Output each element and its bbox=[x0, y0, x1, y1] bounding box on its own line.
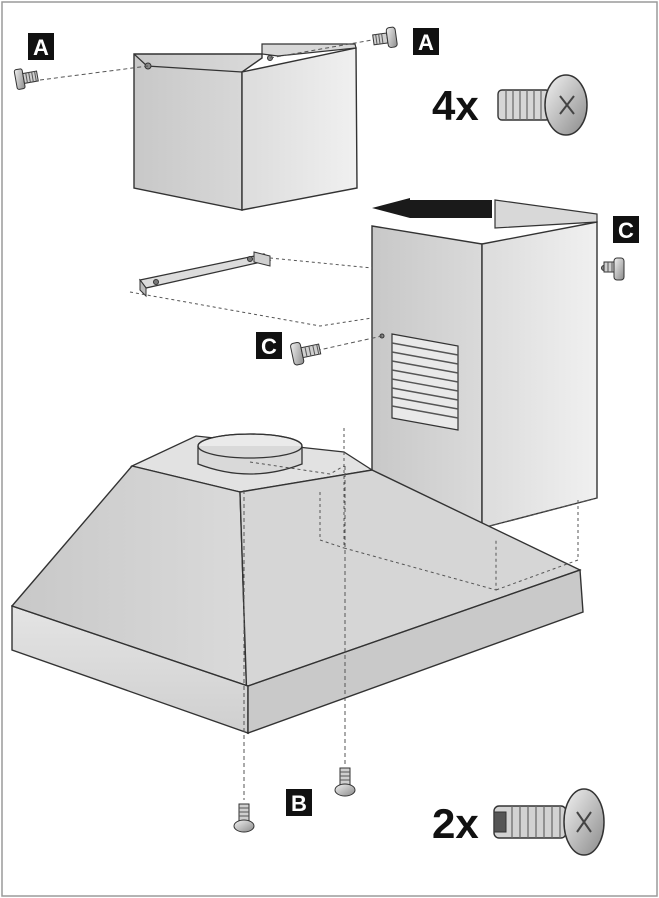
large-screw-bottom-icon bbox=[493, 788, 605, 856]
svg-text:A: A bbox=[33, 35, 49, 60]
screw-a-left-icon bbox=[13, 68, 39, 90]
guide-line-a-right bbox=[269, 39, 373, 59]
svg-text:C: C bbox=[618, 218, 634, 243]
vent-grille bbox=[391, 333, 459, 431]
direction-arrow-icon bbox=[372, 198, 492, 218]
label-a-left: A bbox=[28, 33, 54, 60]
hood-body bbox=[10, 433, 584, 735]
guide-line-c-left bbox=[309, 335, 383, 353]
screw-c-right-icon bbox=[603, 257, 625, 281]
screw-a-right-icon bbox=[372, 26, 398, 48]
guide-collar bbox=[249, 461, 345, 475]
screw-b-right-icon bbox=[334, 767, 356, 797]
screw-c-left-icon bbox=[290, 341, 322, 366]
label-a-right: A bbox=[413, 28, 439, 55]
guide-footprint bbox=[343, 428, 497, 591]
label-c-right: C bbox=[613, 216, 639, 243]
mounting-bracket bbox=[129, 251, 373, 327]
label-c-left: C bbox=[256, 332, 282, 359]
count-2x: 2x bbox=[432, 800, 479, 847]
guide-footprint-2 bbox=[319, 492, 345, 549]
guide-footprint-3 bbox=[495, 500, 579, 591]
large-screw-top-icon bbox=[497, 74, 588, 136]
svg-text:C: C bbox=[261, 334, 277, 359]
upper-chimney-panel bbox=[133, 43, 358, 211]
lower-chimney-panel bbox=[371, 199, 607, 529]
guide-line-a-left bbox=[39, 65, 149, 81]
count-4x: 4x bbox=[432, 82, 479, 129]
svg-text:B: B bbox=[291, 791, 307, 816]
svg-text:A: A bbox=[418, 30, 434, 55]
label-b: B bbox=[286, 789, 312, 816]
screw-b-left-icon bbox=[233, 803, 255, 833]
